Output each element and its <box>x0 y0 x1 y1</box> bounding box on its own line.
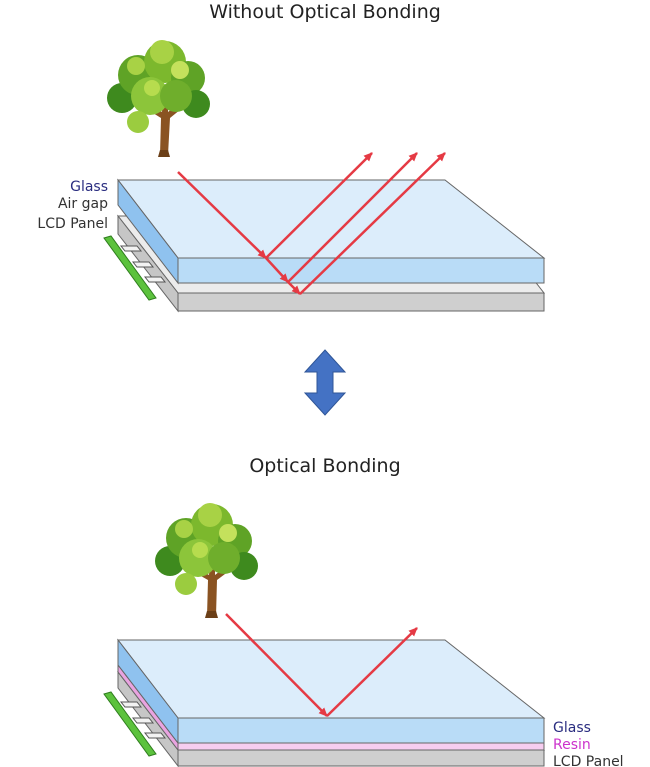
top-connector <box>103 235 167 301</box>
tree-icon <box>155 503 258 618</box>
top-title: Without Optical Bonding <box>209 1 441 23</box>
tree-icon <box>107 40 210 157</box>
top-air-gap-label: Air gap <box>58 196 108 212</box>
double-arrow-icon <box>303 349 347 416</box>
bottom-connector <box>103 691 167 757</box>
bottom-resin-label: Resin <box>553 737 591 753</box>
bottom-light-rays <box>225 613 418 717</box>
bottom-glass <box>116 638 546 745</box>
bottom-title: Optical Bonding <box>249 455 400 477</box>
bottom-glass-label: Glass <box>553 720 591 736</box>
top-glass <box>116 178 546 285</box>
bottom-resin <box>117 663 545 752</box>
top-lcd-panel-label: LCD Panel <box>37 216 108 232</box>
top-light-rays <box>177 152 446 295</box>
bottom-lcd-panel-label: LCD Panel <box>553 754 624 767</box>
top-glass-label: Glass <box>70 179 108 195</box>
